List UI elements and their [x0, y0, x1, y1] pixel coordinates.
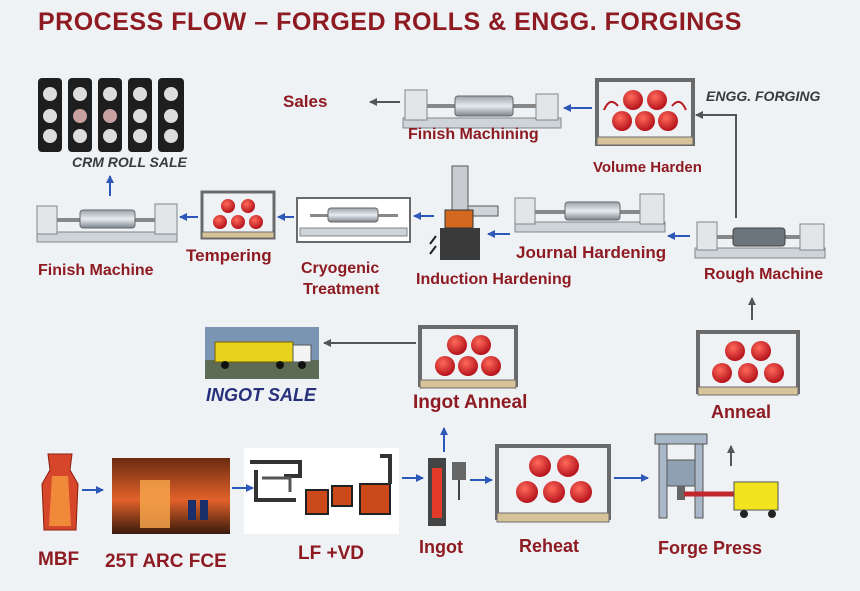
crm-roll-stands-image: [38, 78, 184, 152]
label-arc-fce: 25T ARC FCE: [105, 551, 227, 572]
label-tempering: Tempering: [186, 246, 272, 265]
ladle-furnace-vd-image: [244, 448, 399, 534]
label-finish-machine: Finish Machine: [38, 262, 154, 279]
label-sales: Sales: [283, 92, 328, 111]
label-induction-hardening: Induction Hardening: [416, 271, 572, 288]
volume-harden-furnace-image: [595, 78, 695, 146]
tempering-furnace-image: [200, 190, 276, 240]
induction-hardening-machine-image: [429, 165, 499, 260]
rough-machine-lathe-image: [694, 221, 826, 259]
label-cryogenic-line2: Treatment: [303, 281, 380, 298]
label-reheat: Reheat: [519, 536, 580, 556]
reheat-furnace-image: [495, 444, 611, 523]
label-volume-harden: Volume Harden: [593, 159, 702, 176]
ingot-sale-truck-image: [205, 327, 319, 379]
label-crm-roll-sale: CRM ROLL SALE: [72, 154, 187, 170]
finish-machine-lathe-image: [36, 203, 178, 243]
label-ingot: Ingot: [419, 537, 463, 557]
label-finish-machining: Finish Machining: [408, 126, 539, 143]
label-journal-hardening: Journal Hardening: [516, 243, 667, 262]
label-ingot-anneal: Ingot Anneal: [413, 392, 528, 413]
journal-hardening-lathe-image: [514, 193, 666, 233]
label-engg-forging: ENGG. FORGING: [706, 88, 821, 104]
forge-press-image: [654, 433, 779, 519]
flow-arrows: [82, 98, 756, 494]
label-ingot-sale: INGOT SALE: [206, 385, 317, 405]
ingot-anneal-furnace-image: [418, 325, 518, 389]
label-mbf: MBF: [38, 549, 80, 570]
anneal-furnace-image: [696, 330, 800, 396]
label-forge-press: Forge Press: [658, 538, 763, 558]
ingot-mould-image: [428, 458, 466, 526]
finish-machining-lathe-image: [402, 89, 562, 129]
page-title: PROCESS FLOW – FORGED ROLLS & ENGG. FORG…: [38, 8, 742, 36]
label-rough-machine: Rough Machine: [704, 266, 824, 283]
label-cryogenic-line1: Cryogenic: [301, 260, 380, 277]
mbf-vessel-image: [41, 453, 79, 531]
label-anneal: Anneal: [711, 402, 772, 422]
arc-furnace-image: [112, 458, 230, 534]
label-lf-vd: LF +VD: [298, 543, 364, 564]
cryogenic-treatment-image: [296, 197, 411, 243]
